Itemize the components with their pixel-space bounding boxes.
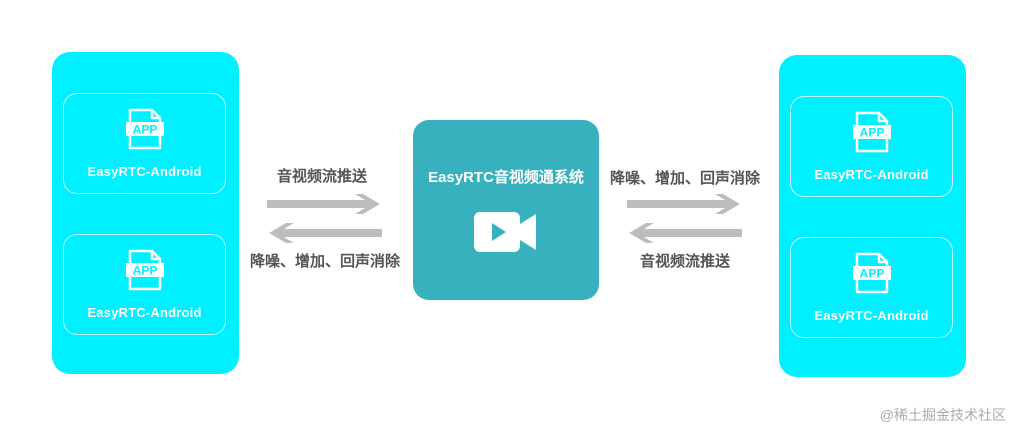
device-label: EasyRTC-Android xyxy=(87,164,202,179)
left-bottom-label: 降噪、增加、回声消除 xyxy=(250,253,401,270)
device-card: APP EasyRTC-Android xyxy=(790,237,953,338)
arrow-left-icon xyxy=(269,223,382,243)
app-icon-text: APP xyxy=(133,264,158,278)
app-icon-text: APP xyxy=(133,123,158,137)
device-card: APP EasyRTC-Android xyxy=(63,234,226,335)
device-label: EasyRTC-Android xyxy=(814,167,929,182)
device-card: APP EasyRTC-Android xyxy=(63,93,226,194)
app-file-icon: APP xyxy=(853,111,891,153)
center-title: EasyRTC音视频通系统 xyxy=(428,169,584,186)
right-bottom-label: 音视频流推送 xyxy=(640,253,731,270)
arrow-right-icon xyxy=(627,194,740,214)
device-label: EasyRTC-Android xyxy=(87,305,202,320)
app-icon-text: APP xyxy=(860,126,885,140)
left-top-label: 音视频流推送 xyxy=(277,168,368,185)
device-label: EasyRTC-Android xyxy=(814,308,929,323)
left-device-panel: APP EasyRTC-Android APP EasyRTC-Android xyxy=(52,52,239,374)
center-system-box: EasyRTC音视频通系统 xyxy=(413,120,599,300)
right-top-label: 降噪、增加、回声消除 xyxy=(610,170,761,187)
app-file-icon: APP xyxy=(853,252,891,294)
right-device-panel: APP EasyRTC-Android APP EasyRTC-Android xyxy=(779,55,966,377)
app-file-icon: APP xyxy=(126,108,164,150)
app-icon-text: APP xyxy=(860,267,885,281)
arrow-right-icon xyxy=(267,194,380,214)
device-card: APP EasyRTC-Android xyxy=(790,96,953,197)
arrow-left-icon xyxy=(629,223,742,243)
app-file-icon: APP xyxy=(126,249,164,291)
watermark: @稀土掘金技术社区 xyxy=(879,407,1006,423)
video-camera-icon xyxy=(474,212,536,252)
